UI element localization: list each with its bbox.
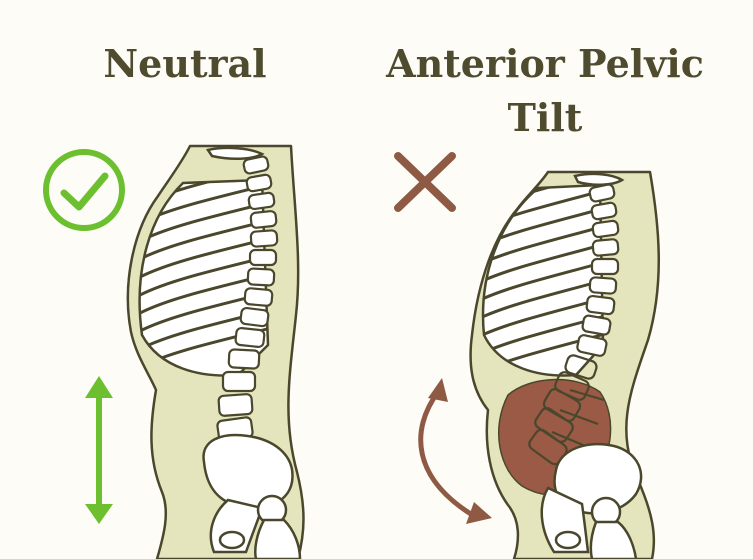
apt-spine-upper	[576, 183, 620, 357]
check-circle-icon	[43, 149, 125, 231]
neutral-pelvis	[202, 433, 302, 559]
anterior-pelvic-tilt-title-line-1: Anterior Pelvic	[386, 41, 704, 86]
apt-clavicle	[573, 172, 625, 186]
x-cross-icon	[394, 152, 456, 212]
curved-rotation-arrow-icon	[418, 378, 492, 524]
anterior-pelvic-tilt-title-line-2: Tilt	[507, 95, 583, 140]
neutral-spine	[216, 155, 279, 442]
neutral-figure	[126, 144, 305, 559]
double-arrow-vertical-icon	[85, 376, 113, 524]
apt-pelvis	[540, 442, 643, 559]
neutral-title: Neutral	[103, 41, 267, 86]
apt-spine-lumbar	[528, 354, 605, 466]
apt-figure	[469, 170, 660, 559]
neutral-clavicle	[205, 146, 265, 160]
